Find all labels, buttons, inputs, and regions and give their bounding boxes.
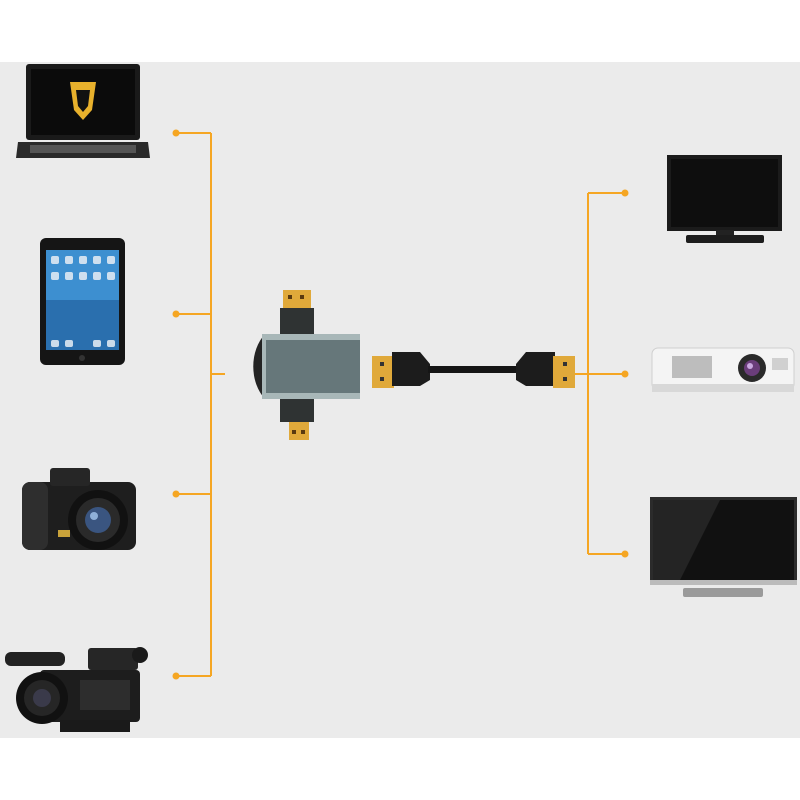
camera-icon: [22, 468, 136, 550]
tablet-icon: [40, 238, 125, 365]
monitor-icon: [667, 155, 782, 243]
gray-panel: [0, 62, 800, 738]
camcorder-icon: [5, 647, 148, 732]
left-connector-lines: [172, 129, 225, 680]
tv-icon: [650, 497, 797, 597]
right-connector-lines: [575, 189, 629, 558]
projector-icon: [651, 347, 795, 392]
laptop-icon: [16, 64, 150, 158]
hdmi-adapter-icon: [253, 290, 360, 440]
hdmi-cable-icon: [372, 352, 575, 388]
